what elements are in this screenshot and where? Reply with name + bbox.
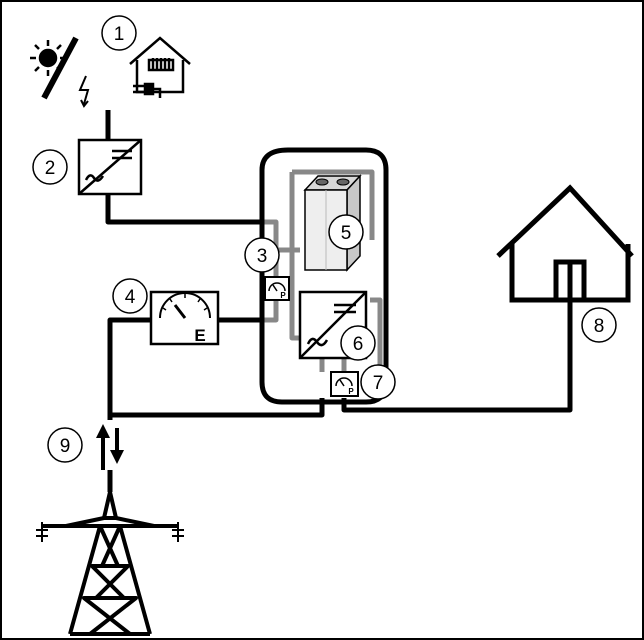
callout-label: 6 <box>353 334 364 355</box>
internal-wire-b <box>289 172 300 341</box>
pv-inverter <box>77 138 143 196</box>
callout-8: 8 <box>581 307 617 343</box>
callout-3: 3 <box>244 237 280 273</box>
callout-label: 1 <box>114 24 125 45</box>
wire-inverter-to-storage <box>105 194 262 225</box>
callout-6: 6 <box>340 325 376 361</box>
solar-panel-icon <box>41 36 90 108</box>
callout-label: 8 <box>594 316 605 337</box>
internal-wire-d <box>370 297 383 372</box>
callout-label: 4 <box>125 287 136 308</box>
callout-2: 2 <box>32 149 68 185</box>
power-sensor-3-label: P <box>280 291 286 300</box>
grid-flow-arrows <box>96 424 124 492</box>
internal-wire-c <box>292 169 375 240</box>
callout-label: 7 <box>373 373 384 394</box>
wire-meter-internal <box>262 300 279 323</box>
heated-house-icon <box>129 36 191 98</box>
callout-label: 9 <box>60 436 71 457</box>
energy-meter: E <box>149 290 220 346</box>
house-icon <box>496 184 634 303</box>
wire-meter-to-grid <box>107 317 151 420</box>
power-sensor-3: P <box>264 276 290 301</box>
power-sensor-7: P <box>330 371 359 397</box>
callout-1: 1 <box>101 15 137 51</box>
battery-inverter <box>298 290 368 360</box>
callout-7: 7 <box>360 364 396 400</box>
power-tower-icon <box>36 490 184 636</box>
callout-9: 9 <box>47 427 83 463</box>
callout-label: 2 <box>45 158 56 179</box>
power-sensor-7-label: P <box>348 387 354 396</box>
energy-meter-label: E <box>194 326 205 345</box>
callout-label: 3 <box>257 246 268 267</box>
callout-4: 4 <box>112 278 148 314</box>
callout-5: 5 <box>328 214 364 250</box>
callout-label: 5 <box>341 223 352 244</box>
storage-cabinet <box>259 147 389 405</box>
